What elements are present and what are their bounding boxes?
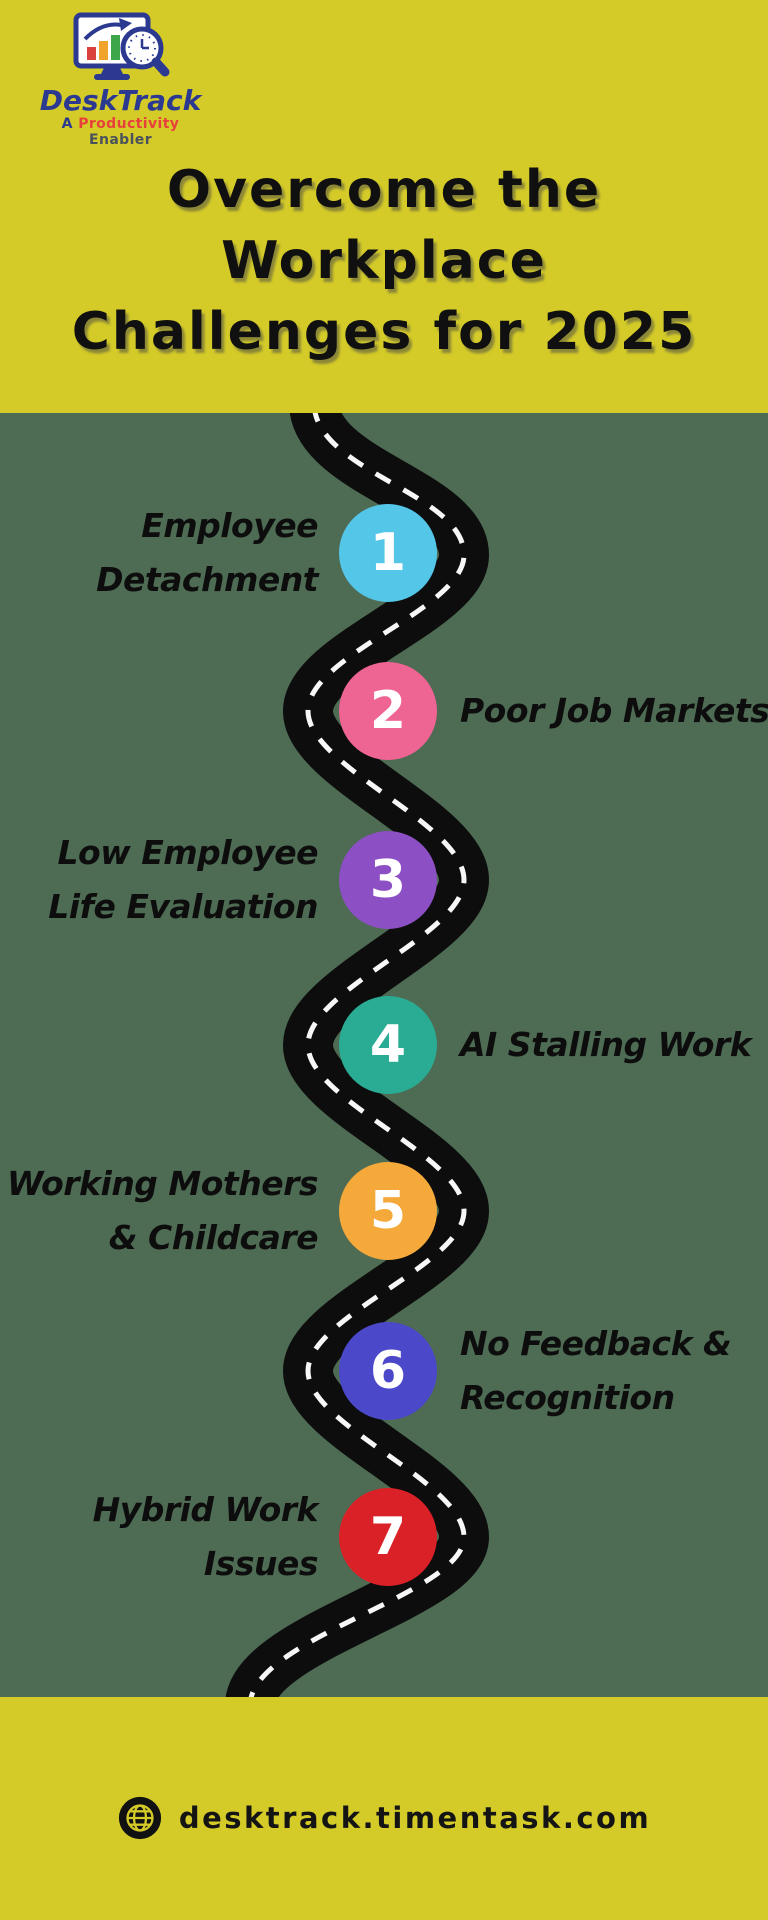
stop-label: No Feedback & Recognition — [460, 1317, 732, 1425]
road-center-line — [248, 413, 467, 1697]
stop-number: 3 — [369, 850, 407, 910]
stop-label-line: Detachment — [96, 560, 318, 599]
stop-number-badge: 2 — [339, 662, 437, 760]
footer: desktrack.timentask.com — [0, 1790, 768, 1846]
title-line-1: Overcome the — [166, 160, 602, 220]
page-title: Overcome the Workplace Challenges for 20… — [0, 155, 768, 368]
stop-label-line: AI Stalling Work — [460, 1025, 752, 1064]
stop-number: 6 — [369, 1341, 407, 1401]
globe-icon — [118, 1796, 161, 1840]
stop-number: 1 — [369, 523, 407, 583]
stop-number-badge: 7 — [339, 1488, 437, 1586]
stop-label-line: & Childcare — [108, 1218, 319, 1257]
stop-number: 7 — [369, 1507, 407, 1567]
stop-number: 2 — [369, 681, 407, 741]
brand-track: Track — [117, 84, 202, 117]
stop-label-line: Recognition — [460, 1378, 675, 1417]
tagline-a: A — [61, 116, 73, 133]
tagline-enabler: Enabler — [89, 132, 152, 149]
brand-desk: Desk — [39, 84, 118, 117]
desktrack-logo-icon — [73, 12, 169, 80]
stop-label-line: Issues — [203, 1544, 319, 1583]
title-line-3: Challenges for 2025 — [71, 302, 697, 362]
stop-label-line: Working Mothers — [7, 1164, 318, 1203]
stop-label: AI Stalling Work — [460, 1018, 752, 1072]
tagline-productivity: Productivity — [78, 116, 180, 133]
stop-number-badge: 1 — [339, 504, 437, 602]
brand-tagline: A Productivity Enabler — [28, 116, 213, 148]
stop-label-line: Hybrid Work — [92, 1490, 319, 1529]
stop-number: 4 — [369, 1015, 407, 1075]
stop-label: Working Mothers & Childcare — [7, 1157, 318, 1265]
stop-number-badge: 6 — [339, 1322, 437, 1420]
stop-number-badge: 5 — [339, 1162, 437, 1260]
winding-road — [226, 413, 490, 1697]
stop-number: 5 — [369, 1181, 407, 1241]
stop-label-line: Poor Job Markets — [460, 691, 768, 730]
website-url: desktrack.timentask.com — [178, 1801, 652, 1835]
stop-label-line: No Feedback & — [460, 1324, 732, 1363]
desktrack-logo: DeskTrack A Productivity Enabler — [28, 12, 213, 148]
stop-number-badge: 4 — [339, 996, 437, 1094]
brand-name: DeskTrack — [28, 86, 213, 115]
stop-number-badge: 3 — [339, 831, 437, 929]
title-line-2: Workplace — [221, 231, 547, 291]
stop-label-line: Low Employee — [57, 833, 319, 872]
stop-label: Poor Job Markets — [460, 684, 768, 738]
stop-label-line: Employee — [141, 506, 318, 545]
header-band — [0, 0, 768, 413]
stop-label-line: Life Evaluation — [48, 887, 318, 926]
